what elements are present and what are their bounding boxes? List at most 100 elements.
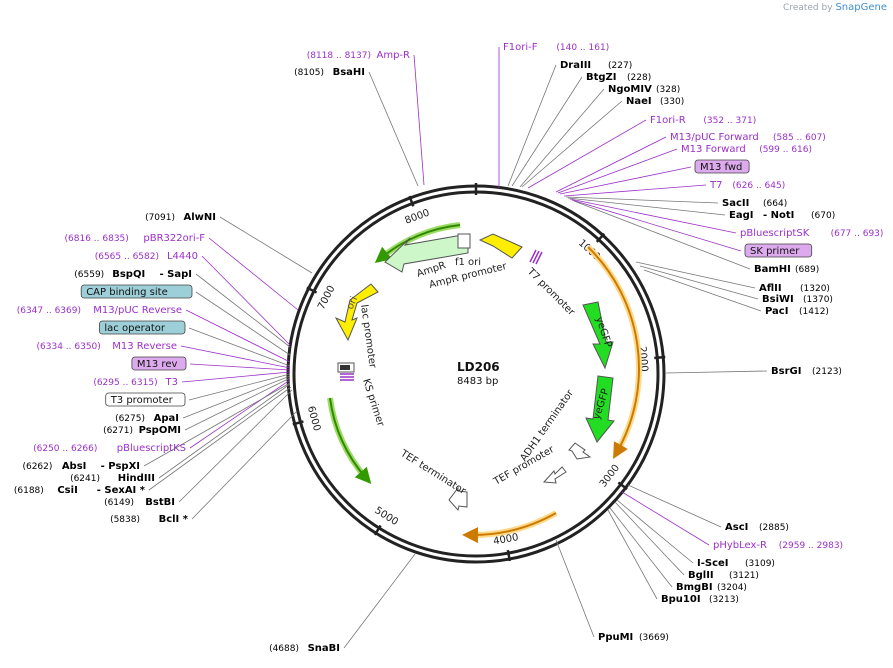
enzyme-name: AflII — [759, 283, 782, 294]
yegfp-arrow-1 — [582, 301, 614, 370]
lac-purple-marks — [340, 373, 354, 381]
primer-position: (6565 .. 6582) — [95, 252, 159, 262]
leader-right-11 — [567, 197, 726, 216]
tick-mark-8000 — [408, 195, 415, 207]
right-label-1: DraIII(227) — [560, 60, 632, 71]
outer-arcs — [327, 222, 642, 544]
left-label-19: BstBI (6149) — [104, 497, 175, 508]
label-box — [131, 356, 187, 371]
leader-left-14 — [184, 377, 291, 431]
primer-position: (6347 .. 6369) — [17, 306, 81, 316]
tick-label-8000: 8000 — [404, 207, 432, 226]
enzyme-position: (6149) — [104, 498, 134, 508]
feature-f1-ori: f1 ori — [455, 257, 481, 268]
enzyme-name: BsrGI — [771, 366, 801, 377]
tick-mark-7000 — [306, 286, 318, 294]
leader-right-8 — [559, 166, 692, 195]
leader-right-5 — [527, 119, 647, 189]
leader-left-19 — [178, 389, 293, 503]
leader-left-7 — [185, 309, 291, 363]
left-label-14: PspOMI (6271) — [103, 425, 181, 436]
enzyme-name: HindIII — [118, 473, 155, 484]
leader-right-17 — [643, 269, 762, 312]
primer-name: pBluescriptKS — [117, 443, 186, 454]
leader-right-19 — [627, 484, 722, 528]
enzyme-position: (7091) — [145, 213, 175, 223]
enzyme-name: BmgBI — [676, 582, 713, 593]
enzyme-name: CsiI — [57, 485, 77, 496]
enzyme-name: ApaI — [154, 413, 179, 424]
enzyme-position: (330) — [660, 97, 684, 107]
enzyme-position: (6271) — [103, 426, 133, 436]
label-box-text: SK primer — [750, 246, 800, 257]
primer-position: (140 .. 161) — [556, 43, 609, 53]
enzyme-position: (1370) — [803, 295, 833, 305]
right-label-18: BsrGI(2123) — [771, 366, 842, 377]
t7-promoter-marks — [529, 249, 543, 265]
enzyme-name: PacI — [765, 306, 788, 317]
right-label-0: F1ori-F(140 .. 161) — [503, 42, 609, 53]
feature-t7-promoter: T7 promoter — [524, 266, 577, 319]
enzyme-name: SnaBI — [308, 643, 340, 654]
left-label-9: M13 Reverse(6334 .. 6350) — [37, 341, 177, 352]
right-label-17: PacI(1412) — [765, 306, 829, 317]
primer-position: (6250 .. 6266) — [33, 444, 97, 454]
enzyme-name-2: - SexAI * — [97, 485, 146, 496]
left-label-2: AlwNI(7091) — [145, 212, 216, 223]
right-label-22: BglII(3121) — [688, 570, 759, 581]
feature-ori: ori — [345, 295, 360, 311]
leader-left-20 — [191, 410, 298, 520]
leader-right-14 — [573, 200, 751, 270]
left-label-18: - SexAI *CsiI(6188) — [14, 485, 146, 496]
leader-right-20 — [621, 491, 710, 546]
snapgene-branding: Created by SnapGene — [783, 2, 887, 13]
enzyme-position: (6241) — [70, 474, 100, 484]
leader-right-15 — [635, 261, 756, 289]
primer-position: (585 .. 607) — [773, 133, 826, 143]
leader-left-16 — [143, 382, 291, 467]
right-label-12: pBluescriptSK(677 .. 693) — [740, 228, 883, 239]
leader-right-2 — [511, 76, 583, 187]
primer-position: (6295 .. 6315) — [93, 378, 157, 388]
created-by-text: Created by — [783, 3, 833, 13]
leader-right-24 — [607, 509, 658, 600]
left-label-0: Amp-R(8118 .. 8137) — [307, 50, 410, 61]
right-label-16: BsiWI (1370) — [762, 294, 833, 305]
leader-right-16 — [639, 265, 759, 300]
enzyme-name: DraIII — [560, 60, 591, 71]
plasmid-center: LD206 8483 bp — [457, 360, 500, 387]
leader-right-12 — [569, 198, 737, 234]
primer-position: (2959 .. 2983) — [779, 541, 843, 551]
snapgene-logo: SnapGene — [835, 2, 887, 13]
feature-lac-promoter: lac promoter — [358, 304, 378, 370]
primer-name: T7 — [709, 180, 722, 191]
enzyme-name: BstBI — [145, 497, 175, 508]
left-label-12: T3 promoter — [105, 392, 186, 407]
primer-position: (6334 .. 6350) — [37, 342, 101, 352]
enzyme-name: BsaHI — [333, 67, 365, 78]
enzyme-name: BspQI — [112, 269, 145, 280]
enzyme-name: BglII — [688, 570, 714, 581]
right-label-14: BamHI(689) — [754, 264, 819, 275]
right-label-23: BmgBI(3204) — [676, 582, 747, 593]
right-label-2: BtgZI(228) — [586, 72, 651, 83]
right-label-25: PpuMI(3669) — [598, 632, 669, 643]
tick-label-5000: 5000 — [373, 505, 400, 528]
enzyme-position: (3213) — [709, 595, 739, 605]
primer-name: M13/pUC Forward — [670, 132, 759, 143]
ampr-promoter-block — [457, 233, 471, 249]
leader-left-9 — [180, 345, 291, 369]
enzyme-name: Bpu10I — [661, 594, 701, 605]
dark-green-arrow-left-core — [329, 397, 372, 485]
leader-right-18 — [665, 370, 768, 374]
leader-right-13 — [571, 199, 742, 252]
primer-name: pBR322ori-F — [143, 233, 205, 244]
primer-position: (626 .. 645) — [732, 181, 785, 191]
label-box — [80, 284, 193, 299]
leader-left-5 — [195, 273, 291, 348]
enzyme-name: BsiWI — [762, 294, 794, 305]
enzyme-name: PspOMI — [139, 425, 181, 436]
right-label-10: SacII(664) — [722, 198, 787, 209]
primer-name: T3 — [165, 377, 178, 388]
primer-name: pBluescriptSK — [740, 228, 810, 239]
